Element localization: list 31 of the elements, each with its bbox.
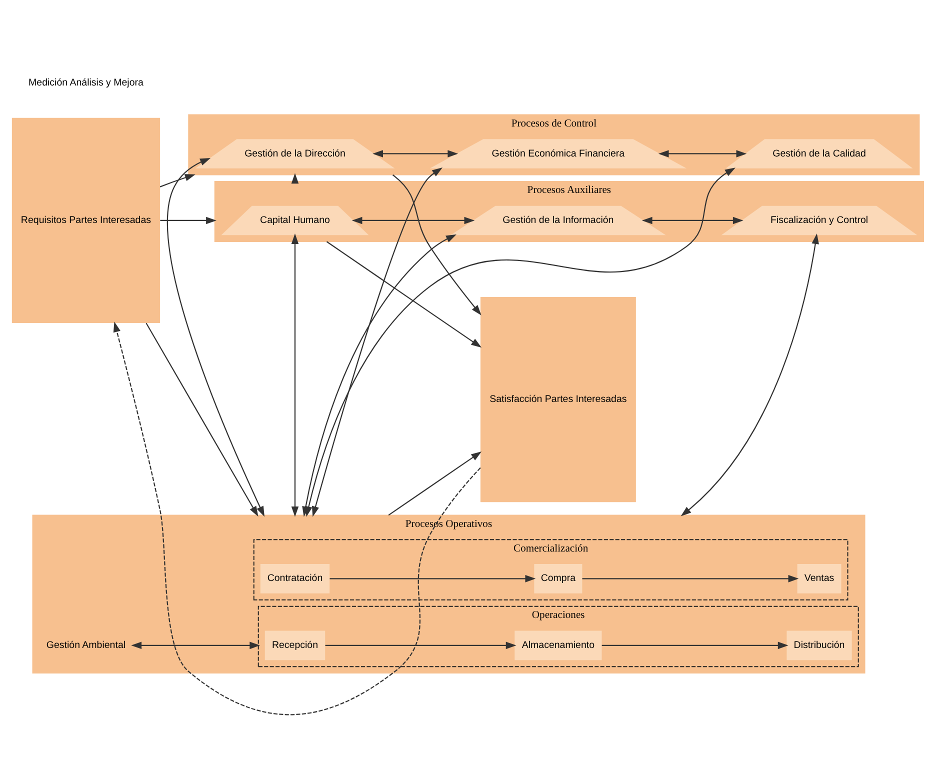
arrow bbox=[680, 233, 819, 516]
node-box: Almacenamiento bbox=[514, 630, 602, 660]
arrow bbox=[160, 216, 216, 224]
arrow bbox=[658, 150, 747, 157]
arrow bbox=[388, 450, 482, 516]
arrow bbox=[352, 216, 475, 224]
arrow bbox=[392, 174, 482, 315]
arrow bbox=[582, 574, 799, 582]
arrow bbox=[325, 641, 516, 649]
node-box: Requisitos Partes Interesadas bbox=[12, 117, 160, 323]
label: Medición Análisis y Mejora bbox=[28, 76, 144, 88]
arrow bbox=[326, 240, 482, 348]
arrow bbox=[160, 174, 196, 187]
arrow bbox=[330, 574, 536, 582]
node-box: Distribución bbox=[786, 630, 852, 660]
arrow bbox=[113, 321, 481, 714]
node-text: Gestión Ambiental bbox=[46, 639, 126, 650]
arrow bbox=[372, 150, 458, 157]
arrow bbox=[166, 158, 265, 516]
arrow bbox=[131, 641, 260, 649]
arrow bbox=[146, 322, 258, 516]
arrow bbox=[642, 216, 744, 224]
arrow bbox=[291, 172, 299, 184]
node-box: Satisfacción Partes Interesadas bbox=[480, 296, 636, 502]
node-box: Ventas bbox=[797, 564, 842, 593]
node-box: Recepción bbox=[264, 630, 326, 660]
arrow bbox=[602, 641, 788, 649]
arrow bbox=[312, 167, 443, 516]
arrow bbox=[291, 233, 299, 516]
node-box: Compra bbox=[534, 564, 582, 593]
node-box: Contratación bbox=[260, 564, 330, 593]
